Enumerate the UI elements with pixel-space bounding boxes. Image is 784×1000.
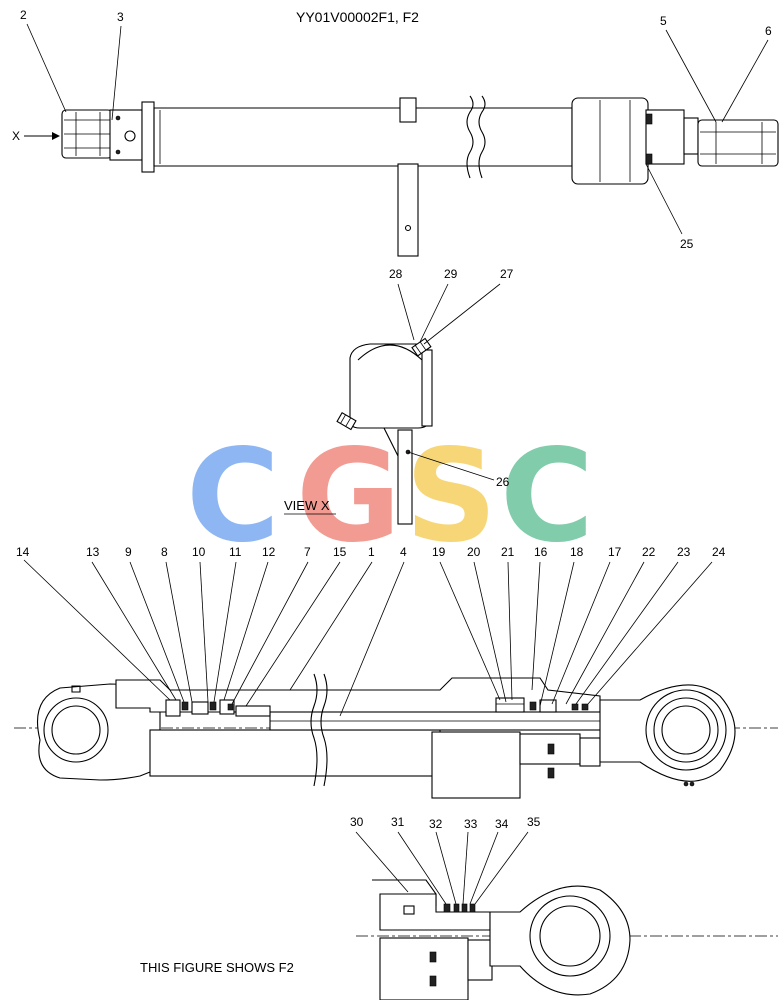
view-x-callouts: 28 29 27 26: [389, 267, 514, 489]
view-x-arrow-label: X: [12, 129, 20, 143]
watermark-letter-c2: C: [500, 422, 594, 571]
callout-18: 18: [570, 545, 584, 559]
callout-1: 1: [368, 545, 375, 559]
callout-11: 11: [229, 545, 242, 559]
callout-7: 7: [304, 545, 311, 559]
callout-34: 34: [495, 817, 509, 831]
callout-3: 3: [117, 10, 124, 24]
callout-13: 13: [86, 545, 100, 559]
callout-14: 14: [16, 545, 30, 559]
callout-10: 10: [192, 545, 206, 559]
callout-19: 19: [432, 545, 446, 559]
callout-2: 2: [20, 8, 27, 22]
callout-20: 20: [467, 545, 481, 559]
callout-9: 9: [125, 545, 132, 559]
cylinder-section-view: [14, 673, 778, 799]
callout-26: 26: [496, 475, 510, 489]
footer-caption: THIS FIGURE SHOWS F2: [140, 960, 294, 975]
callout-31: 31: [391, 815, 405, 829]
callout-6: 6: [765, 24, 772, 38]
callout-17: 17: [608, 545, 622, 559]
callout-12: 12: [262, 545, 276, 559]
callout-23: 23: [677, 545, 691, 559]
callout-4: 4: [400, 545, 407, 559]
watermark-letter-s: S: [405, 422, 497, 571]
callout-28: 28: [389, 267, 403, 281]
top-callouts: 2 3 5 6 25: [20, 8, 772, 251]
callout-22: 22: [642, 545, 656, 559]
callout-15: 15: [333, 545, 347, 559]
callout-24: 24: [712, 545, 726, 559]
callout-30: 30: [350, 815, 364, 829]
callout-32: 32: [429, 817, 443, 831]
watermark-letter-g: G: [296, 422, 401, 571]
view-x-detail: VIEW X: [284, 337, 433, 525]
callout-5: 5: [660, 14, 667, 28]
callout-27: 27: [500, 267, 514, 281]
view-x-label: VIEW X: [284, 498, 330, 513]
diagram-title: YY01V00002F1, F2: [296, 9, 419, 25]
callout-21: 21: [501, 545, 515, 559]
callout-25: 25: [680, 237, 694, 251]
callout-16: 16: [534, 545, 548, 559]
section-callouts: 14 13 9 8 10 11 12 7 15 1 4 19 20 21 16 …: [16, 545, 726, 717]
watermark-letter-c1: C: [186, 422, 280, 571]
callout-33: 33: [464, 817, 478, 831]
callout-29: 29: [444, 267, 458, 281]
callout-8: 8: [161, 545, 168, 559]
callout-35: 35: [527, 815, 541, 829]
f2-detail-callouts: 30 31 32 33 34 35: [350, 815, 541, 905]
watermark-logo: C G S C: [186, 422, 594, 571]
f2-detail-view: THIS FIGURE SHOWS F2: [140, 879, 778, 1000]
cylinder-top-view: X: [12, 95, 779, 257]
